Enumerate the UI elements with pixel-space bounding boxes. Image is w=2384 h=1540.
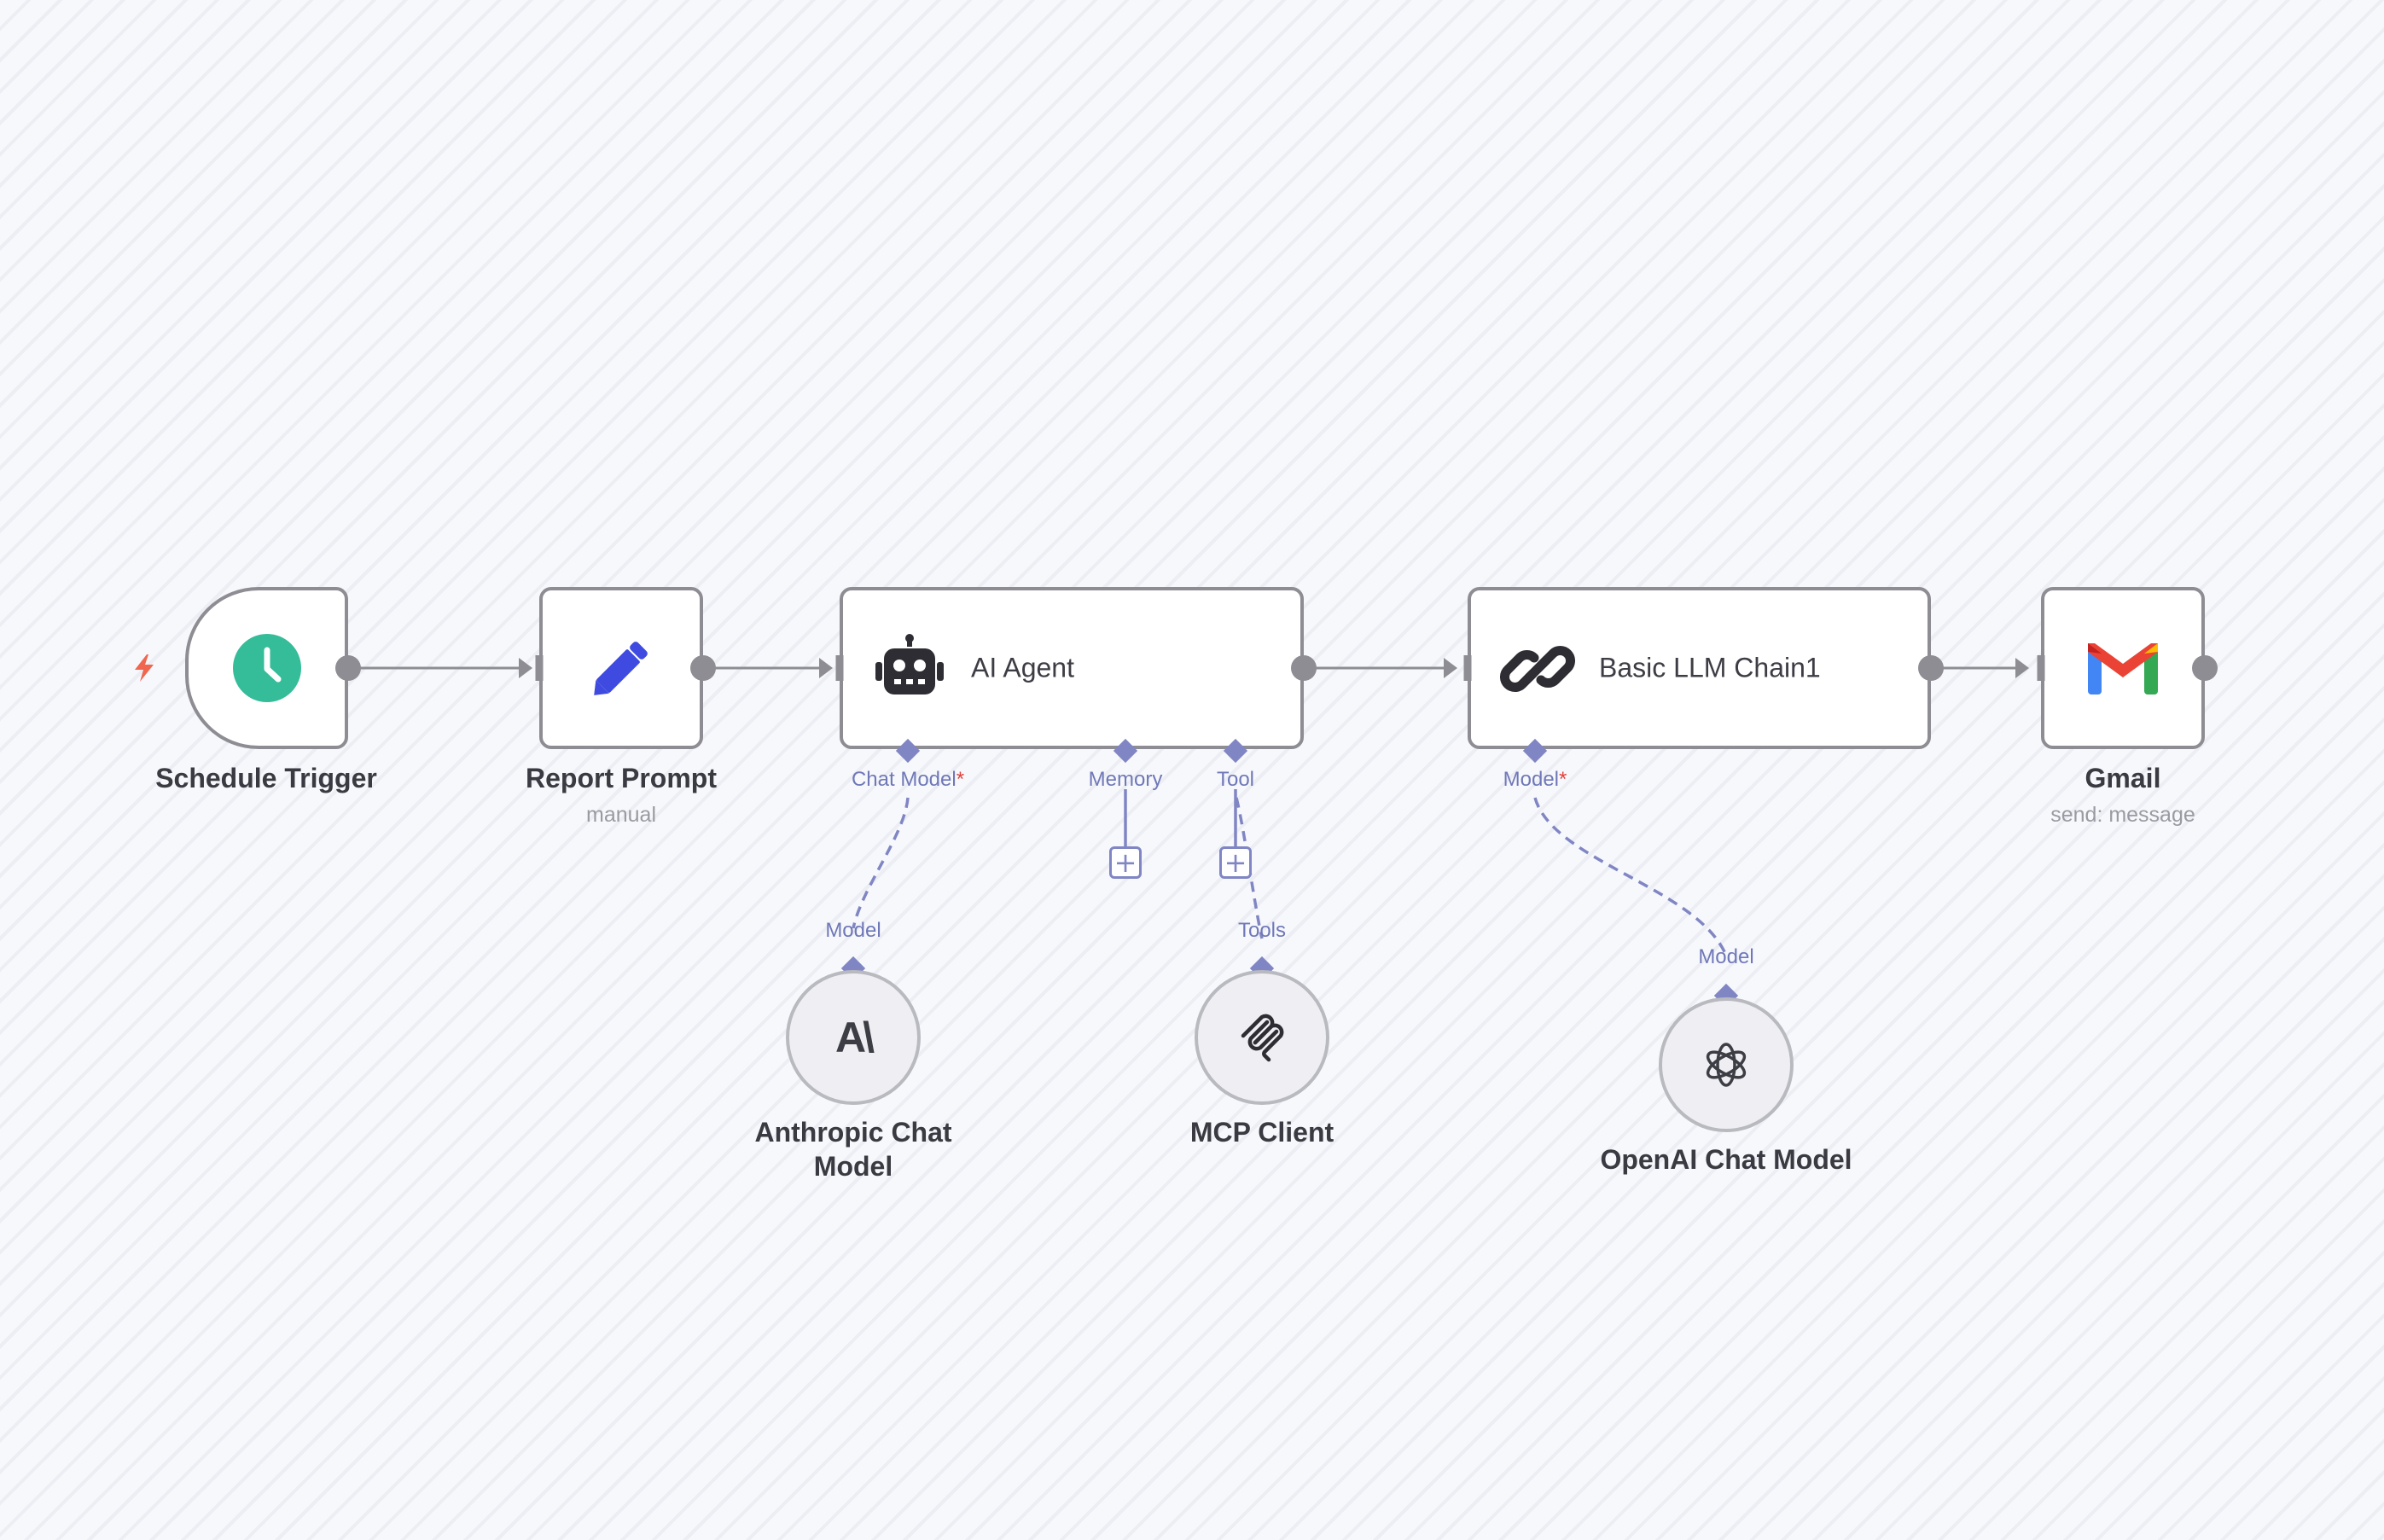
- anthropic-label-line1: Anthropic Chat: [754, 1117, 952, 1148]
- chain-model-port-label: Model*: [1503, 768, 1567, 791]
- node-anthropic-chat-model[interactable]: A\: [786, 970, 921, 1105]
- connection-anthropic-to-agent[interactable]: [852, 797, 910, 929]
- node-ai-agent[interactable]: AI Agent: [840, 587, 1304, 749]
- node-basic-llm-chain[interactable]: Basic LLM Chain1: [1468, 587, 1931, 749]
- basic-llm-chain-input-handle[interactable]: [1463, 655, 1472, 681]
- report-prompt-output-handle[interactable]: [690, 655, 716, 681]
- openai-icon: [1699, 1037, 1753, 1092]
- openai-model-port-label: Model: [1698, 945, 1754, 968]
- add-memory-button[interactable]: +: [1109, 846, 1142, 879]
- mcp-tools-port-label: Tools: [1237, 919, 1287, 942]
- mcp-icon: [1236, 1012, 1288, 1063]
- report-prompt-input-handle[interactable]: [535, 655, 544, 681]
- ai-agent-title: AI Agent: [971, 652, 1074, 683]
- basic-llm-chain-output-handle[interactable]: [1918, 655, 1944, 681]
- robot-icon: [874, 633, 945, 705]
- node-schedule-trigger[interactable]: [185, 587, 348, 749]
- ai-agent-output-handle[interactable]: [1291, 655, 1317, 681]
- report-prompt-label: Report Prompt: [526, 763, 717, 793]
- connection-openai-to-chain[interactable]: [1533, 797, 1728, 956]
- ai-agent-input-handle[interactable]: [835, 655, 844, 681]
- gmail-icon: [2044, 590, 2201, 746]
- add-tool-button[interactable]: +: [1219, 846, 1252, 879]
- node-openai-chat-model[interactable]: [1659, 997, 1794, 1132]
- gmail-output-handle[interactable]: [2192, 655, 2218, 681]
- basic-llm-chain-title: Basic LLM Chain1: [1599, 652, 1821, 683]
- anthropic-model-port-label: Model: [825, 919, 881, 942]
- report-prompt-subtitle: manual: [586, 803, 656, 827]
- openai-chat-model-label: OpenAI Chat Model: [1600, 1144, 1852, 1175]
- clock-icon: [189, 590, 345, 746]
- anthropic-icon: A\: [835, 1014, 875, 1061]
- memory-port-label: Memory: [1088, 768, 1163, 791]
- trigger-bolt-icon: [130, 653, 159, 683]
- gmail-label: Gmail: [2085, 763, 2161, 793]
- link-icon: [1500, 631, 1575, 706]
- node-mcp-client[interactable]: [1195, 970, 1329, 1105]
- chat-model-port-label: Chat Model*: [851, 768, 965, 791]
- node-gmail[interactable]: [2041, 587, 2205, 749]
- anthropic-label-line2: Model: [813, 1151, 893, 1182]
- schedule-trigger-output-handle[interactable]: [335, 655, 361, 681]
- gmail-subtitle: send: message: [2050, 803, 2195, 827]
- gmail-input-handle[interactable]: [2037, 655, 2045, 681]
- schedule-trigger-label: Schedule Trigger: [155, 763, 377, 793]
- mcp-client-label: MCP Client: [1189, 1117, 1334, 1148]
- node-report-prompt[interactable]: [539, 587, 703, 749]
- pencil-icon: [543, 590, 700, 746]
- tool-port-label: Tool: [1216, 768, 1255, 791]
